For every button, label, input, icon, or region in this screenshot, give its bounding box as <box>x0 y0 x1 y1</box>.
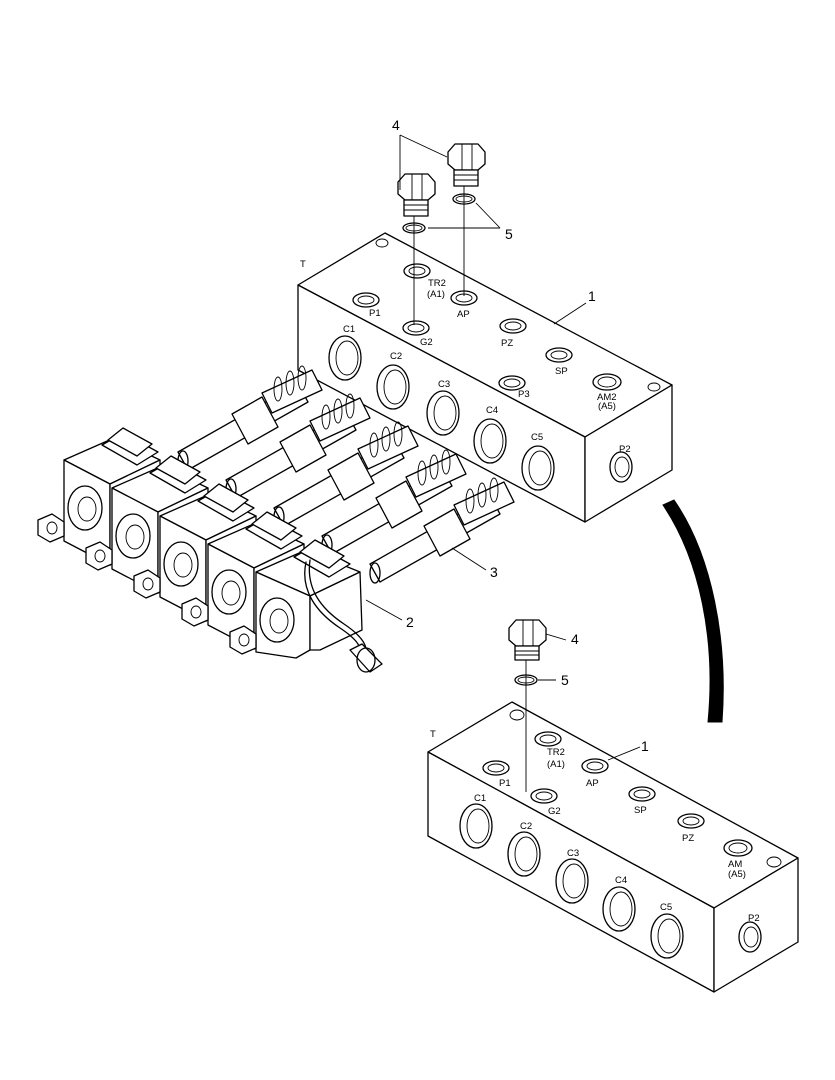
port-label-tr2: TR2 <box>428 278 446 289</box>
port-label-c4: C4 <box>486 405 498 416</box>
port-label-a1: (A1) <box>427 289 445 300</box>
bottom-port-label-c2: C2 <box>520 821 532 832</box>
bottom-port-label-tr2: TR2 <box>547 747 565 758</box>
port-label-c3: C3 <box>438 379 450 390</box>
cartridge-valve <box>273 421 419 528</box>
bottom-front-face-ports <box>459 803 762 959</box>
solenoid-coil <box>85 455 209 594</box>
port-label-a5: (A5) <box>598 401 616 412</box>
bottom-port-label-c3: C3 <box>567 848 579 859</box>
callout-4-top: 4 <box>392 117 400 133</box>
cartridge-valve <box>321 449 467 556</box>
port-label-g2: G2 <box>420 337 433 348</box>
callout-5-bottom: 5 <box>561 672 569 688</box>
bottom-port-label-sp: SP <box>634 805 647 816</box>
callout-leaders <box>365 134 641 761</box>
cartridge-valve <box>369 477 515 584</box>
bottom-port-label-c1: C1 <box>474 793 486 804</box>
transition-arc <box>662 499 724 723</box>
bottom-port-label-am: AM <box>728 859 742 870</box>
bottom-port-label-a1: (A1) <box>547 759 565 770</box>
port-label-p3: P3 <box>518 389 530 400</box>
port-label-c1: C1 <box>343 324 355 335</box>
solenoid-coils <box>37 427 383 673</box>
callout-5-top: 5 <box>505 226 513 242</box>
bottom-port-label-p2: P2 <box>748 913 760 924</box>
bottom-port-label-t: T <box>430 729 436 740</box>
top-plugs-and-seals <box>397 143 486 325</box>
cartridge-valves <box>177 365 515 584</box>
bottom-top-face-ports <box>482 709 782 868</box>
bottom-port-label-a5: (A5) <box>728 869 746 880</box>
port-label-ap: AP <box>457 309 470 320</box>
port-label-p2: P2 <box>619 444 631 455</box>
port-label-p1: P1 <box>369 308 381 319</box>
callout-3: 3 <box>490 564 498 580</box>
bottom-port-label-pz: PZ <box>682 833 694 844</box>
cartridge-valve <box>225 393 371 500</box>
top-manifold-block: T TR2 (A1) P1 AP G2 PZ SP P3 AM2 (A5) C1… <box>297 232 673 523</box>
cartridge-valve <box>177 365 323 472</box>
port-label-pz: PZ <box>501 338 513 349</box>
front-face-ports <box>328 335 633 491</box>
bottom-port-label-g2: G2 <box>548 806 561 817</box>
bottom-port-label-c5: C5 <box>660 902 672 913</box>
bottom-port-label-ap: AP <box>586 778 599 789</box>
bottom-manifold-block: T TR2 (A1) P1 AP G2 SP PZ AM (A5) C1 C2 … <box>427 701 799 993</box>
callout-1-bottom: 1 <box>641 738 649 754</box>
callout-2: 2 <box>406 614 414 630</box>
port-label-c5: C5 <box>531 432 543 443</box>
solenoid-coil <box>229 539 383 673</box>
port-label-t: T <box>300 259 306 270</box>
callout-1-top: 1 <box>588 288 596 304</box>
bottom-port-label-c4: C4 <box>615 875 627 886</box>
callout-4-bottom: 4 <box>571 631 579 647</box>
port-label-c2: C2 <box>390 351 402 362</box>
bottom-port-label-p1: P1 <box>499 778 511 789</box>
bottom-plug-and-seal <box>508 619 547 792</box>
port-label-am2: AM2 <box>597 392 617 403</box>
port-label-sp: SP <box>555 366 568 377</box>
